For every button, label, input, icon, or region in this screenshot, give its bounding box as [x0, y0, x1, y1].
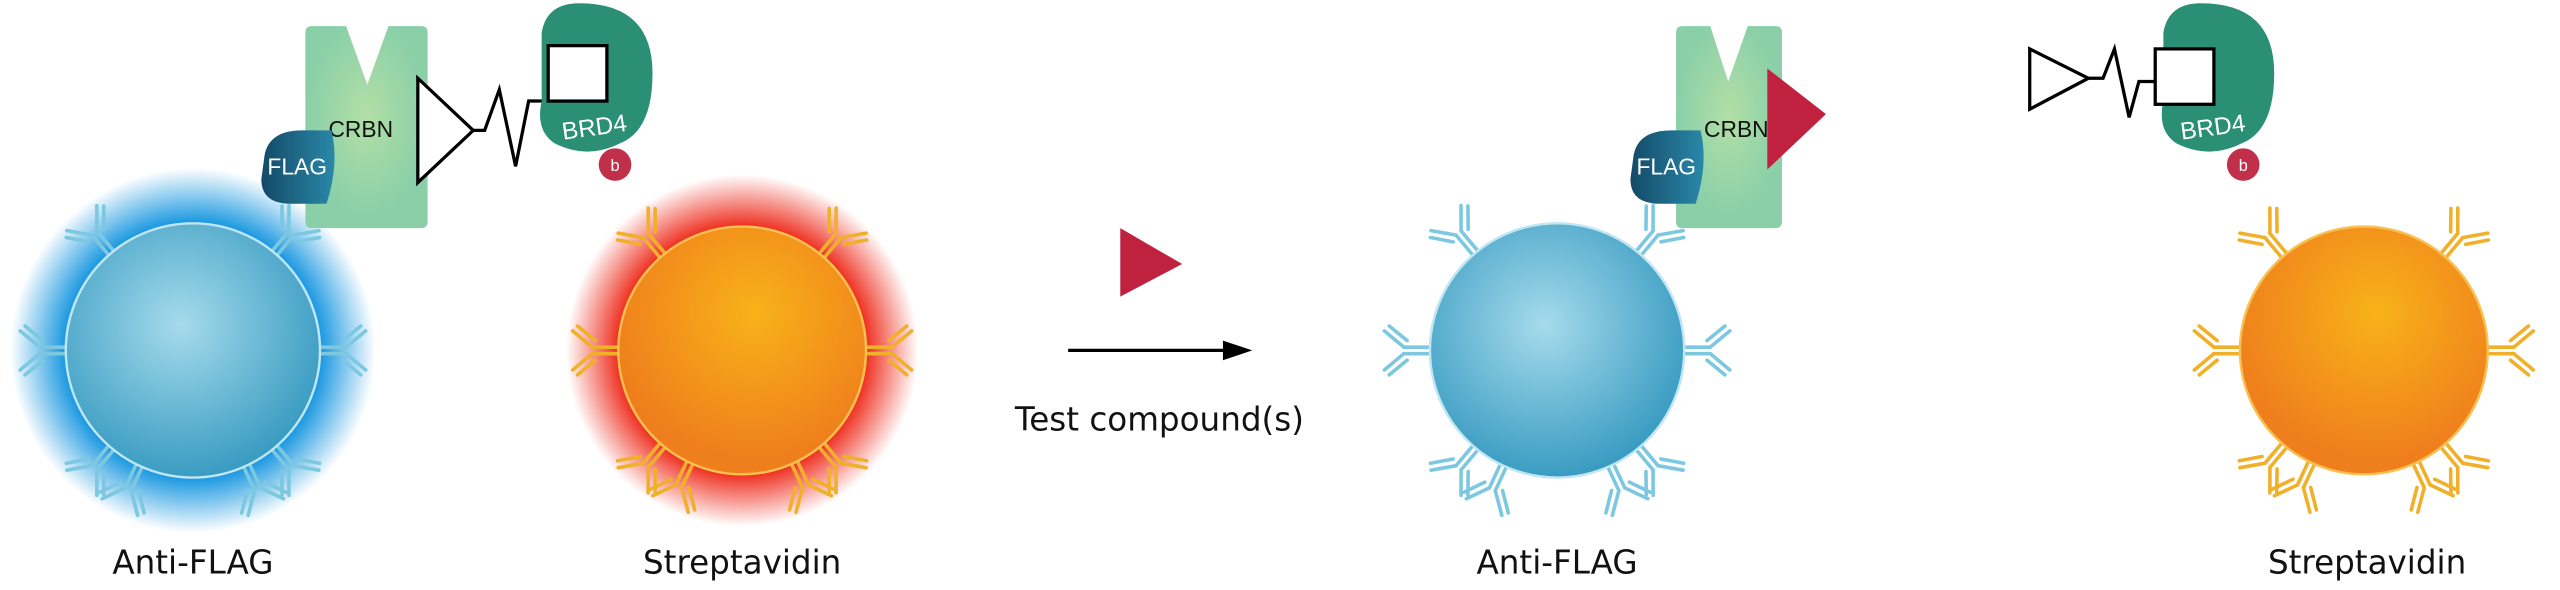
- flag-tag-left: [261, 130, 335, 204]
- arrow-caption: Test compound(s): [1014, 400, 1304, 438]
- antibody-icon: [2485, 324, 2536, 377]
- flag-label: FLAG: [267, 153, 327, 179]
- antibody-icon: [1428, 443, 1480, 498]
- brd4-protein-right: [2161, 3, 2275, 152]
- protac-warhead-square: [546, 44, 609, 103]
- anti-flag-donor-bead-left: [64, 222, 322, 479]
- antibody-icon: [570, 324, 621, 377]
- antibody-icon: [817, 441, 869, 495]
- biotin-label: b: [2239, 157, 2248, 175]
- test-compound-icon: [1120, 228, 1183, 297]
- streptavidin-label-right: Streptavidin: [2268, 544, 2466, 582]
- antibody-icon: [2439, 206, 2491, 260]
- crbn-label: CRBN: [328, 116, 393, 142]
- antibody-icon: [64, 203, 116, 257]
- biotin-label: b: [610, 157, 619, 175]
- flag-tag-right: [1630, 130, 1704, 204]
- antibody-icon: [64, 443, 116, 498]
- antibody-icon: [1462, 462, 1511, 518]
- antibody-icon: [1682, 324, 1732, 377]
- crbn-protein-left: CRBN: [305, 26, 428, 229]
- anti-flag-donor-bead-right: [1428, 222, 1686, 479]
- antibody-icon: [648, 459, 697, 515]
- antibody-icon: [239, 462, 288, 518]
- antibody-icon: [2439, 441, 2491, 495]
- test-compound-bound: [1767, 68, 1826, 170]
- flag-label: FLAG: [1636, 153, 1696, 179]
- protac-warhead-square: [2153, 47, 2216, 106]
- antibody-icon: [270, 203, 322, 257]
- antibody-icon: [2192, 324, 2242, 377]
- protac-molecule-left: [416, 74, 549, 187]
- streptavidin-acceptor-bead-left: [617, 225, 868, 476]
- antibody-icon: [615, 206, 667, 260]
- biotin-tag-left: [598, 148, 632, 181]
- antibody-icon: [817, 206, 869, 260]
- antibody-icon: [864, 324, 914, 377]
- antibody-icon: [18, 324, 68, 377]
- antibody-icon: [1634, 203, 1686, 257]
- crbn-label: CRBN: [1704, 116, 1769, 142]
- antibody-icon: [270, 443, 322, 498]
- antibody-icon: [787, 459, 836, 515]
- reaction-arrow-icon: [1068, 340, 1253, 361]
- streptavidin-label-left: Streptavidin: [643, 544, 841, 582]
- crbn-protein-right: CRBN: [1676, 26, 1782, 229]
- biotin-tag-right: [2226, 148, 2260, 181]
- anti-flag-label-right: Anti-FLAG: [1477, 544, 1638, 582]
- anti-flag-label-left: Anti-FLAG: [112, 544, 273, 582]
- antibody-icon: [1382, 324, 1432, 377]
- antibody-icon: [1428, 203, 1480, 257]
- antibody-icon: [2409, 459, 2458, 515]
- protac-molecule-right: [2028, 43, 2156, 118]
- streptavidin-acceptor-bead-right: [2238, 225, 2489, 476]
- antibody-icon: [1604, 462, 1652, 518]
- antibody-icon: [2237, 206, 2289, 260]
- antibody-icon: [2270, 459, 2319, 515]
- antibody-icon: [318, 324, 368, 377]
- antibody-icon: [98, 462, 146, 518]
